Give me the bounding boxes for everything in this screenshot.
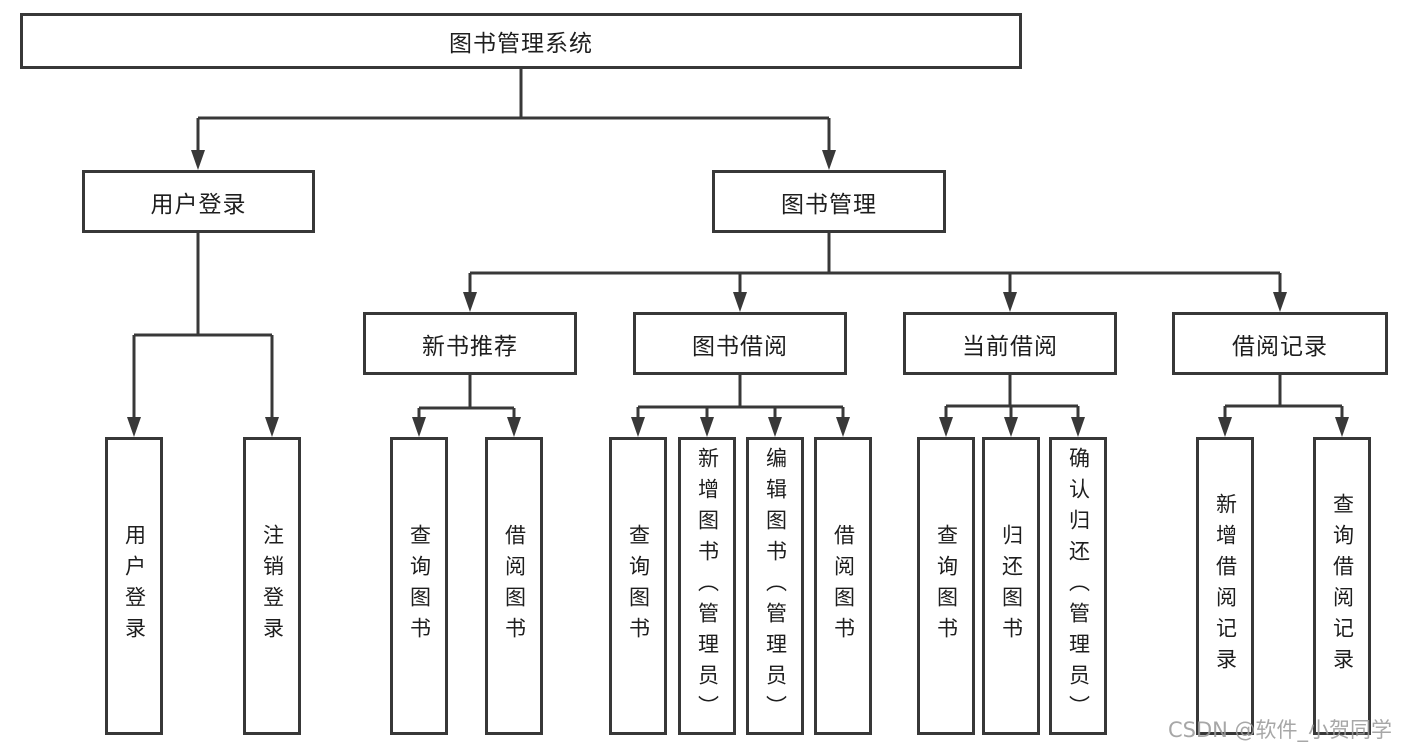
node-current-borrowing: 当前借阅 xyxy=(903,312,1117,375)
leaf-borrow-books-1: 借阅图书 xyxy=(485,437,543,735)
leaf-user-login-label: 用户登录 xyxy=(122,524,147,648)
leaf-borrow-books-2: 借阅图书 xyxy=(814,437,872,735)
leaf-query-books-2-label: 查询图书 xyxy=(626,524,651,648)
arrowhead xyxy=(822,150,836,170)
leaf-borrow-books-2-label: 借阅图书 xyxy=(831,524,856,648)
arrowhead xyxy=(1003,292,1017,312)
leaf-logout-label: 注销登录 xyxy=(260,524,285,648)
connector-book-borrowing xyxy=(636,375,845,419)
node-new-book-recommend: 新书推荐 xyxy=(363,312,577,375)
arrowhead xyxy=(836,417,850,437)
arrowhead xyxy=(768,417,782,437)
node-new-book-recommend-label: 新书推荐 xyxy=(422,333,518,360)
arrowhead xyxy=(1071,417,1085,437)
leaf-query-books-3: 查询图书 xyxy=(917,437,975,735)
leaf-add-books-admin: 新增图书（管理员） xyxy=(678,437,736,735)
leaf-query-books-1-label: 查询图书 xyxy=(407,524,432,648)
leaf-borrow-books-1-label: 借阅图书 xyxy=(502,524,527,648)
leaf-return-books: 归还图书 xyxy=(982,437,1040,735)
node-book-borrowing-label: 图书借阅 xyxy=(692,333,788,360)
node-user-login-label: 用户登录 xyxy=(150,191,247,218)
connector-root xyxy=(196,69,831,152)
node-root: 图书管理系统 xyxy=(20,13,1022,69)
arrowhead xyxy=(631,417,645,437)
leaf-query-borrow-record-label: 查询借阅记录 xyxy=(1330,493,1355,679)
csdn-watermark: CSDN @软件_小贺同学 xyxy=(1168,718,1393,742)
leaf-add-books-admin-label: 新增图书（管理员） xyxy=(695,446,720,726)
leaf-query-books-1: 查询图书 xyxy=(390,437,448,735)
leaf-query-books-3-label: 查询图书 xyxy=(934,524,959,648)
node-book-borrowing: 图书借阅 xyxy=(633,312,847,375)
arrowhead xyxy=(507,417,521,437)
arrowhead xyxy=(127,417,141,437)
arrowhead xyxy=(412,417,426,437)
arrowhead xyxy=(733,292,747,312)
node-book-management: 图书管理 xyxy=(712,170,946,233)
arrowhead xyxy=(1218,417,1232,437)
leaf-confirm-return-admin: 确认归还（管理员） xyxy=(1049,437,1107,735)
leaf-add-borrow-record-label: 新增借阅记录 xyxy=(1213,493,1238,679)
node-borrowing-records: 借阅记录 xyxy=(1172,312,1388,375)
connector-borrowing-records xyxy=(1223,375,1344,419)
arrowhead xyxy=(700,417,714,437)
arrowhead xyxy=(939,417,953,437)
node-book-management-label: 图书管理 xyxy=(781,191,877,218)
node-current-borrowing-label: 当前借阅 xyxy=(962,333,1058,360)
connector-user-login xyxy=(132,233,274,419)
leaf-query-books-2: 查询图书 xyxy=(609,437,667,735)
leaf-add-borrow-record: 新增借阅记录 xyxy=(1196,437,1254,735)
connector-book-management xyxy=(468,233,1282,294)
leaf-edit-books-admin: 编辑图书（管理员） xyxy=(746,437,804,735)
leaf-logout: 注销登录 xyxy=(243,437,301,735)
node-user-login: 用户登录 xyxy=(82,170,315,233)
arrowhead xyxy=(191,150,205,170)
arrowhead xyxy=(265,417,279,437)
leaf-confirm-return-admin-label: 确认归还（管理员） xyxy=(1066,446,1091,726)
leaf-query-borrow-record: 查询借阅记录 xyxy=(1313,437,1371,735)
node-borrowing-records-label: 借阅记录 xyxy=(1232,333,1328,360)
connector-new-book-recommend xyxy=(417,375,516,419)
arrowhead xyxy=(1004,417,1018,437)
arrowhead xyxy=(1335,417,1349,437)
arrowhead xyxy=(1273,292,1287,312)
arrowhead xyxy=(463,292,477,312)
node-root-label: 图书管理系统 xyxy=(449,31,593,57)
leaf-user-login: 用户登录 xyxy=(105,437,163,735)
leaf-edit-books-admin-label: 编辑图书（管理员） xyxy=(763,446,788,726)
leaf-return-books-label: 归还图书 xyxy=(999,524,1024,648)
connector-current-borrowing xyxy=(944,375,1080,419)
